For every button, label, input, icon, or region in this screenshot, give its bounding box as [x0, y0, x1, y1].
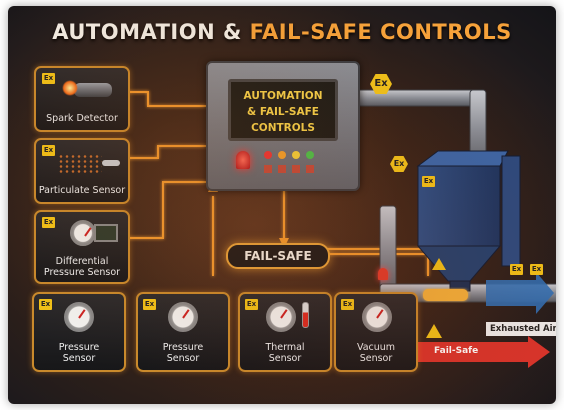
led-yellow-icon: [292, 151, 300, 159]
ex-hex-icon: Ex: [370, 74, 392, 94]
button-row: [264, 165, 316, 173]
differential-pressure-sensor-box: Ex Differential Pressure Sensor: [34, 210, 130, 284]
ex-mark-icon: Ex: [245, 299, 258, 310]
thermal-gauge-icon: [266, 302, 296, 332]
particulate-sensor-label: Particulate Sensor: [38, 185, 126, 196]
exhausted-air-label: Exhausted Air: [486, 322, 556, 336]
differential-pressure-sensor-label: Differential Pressure Sensor: [43, 256, 121, 278]
ex-mark-icon: Ex: [510, 264, 523, 275]
ex-mark-icon: Ex: [341, 299, 354, 310]
alarm-beacon-icon: [236, 151, 250, 169]
spark-detector-box: Ex Spark Detector: [34, 66, 130, 132]
ex-mark-icon: Ex: [422, 176, 435, 187]
dust-collector: [416, 150, 521, 292]
led-green-icon: [306, 151, 314, 159]
fail-safe-arrow-label: Fail-Safe: [434, 346, 479, 356]
particulate-sensor-box: Ex Particulate Sensor: [34, 138, 130, 204]
control-panel: AUTOMATION & FAIL-SAFE CONTROLS: [206, 61, 360, 191]
display-icon: [94, 224, 118, 242]
diagram-title: AUTOMATION & FAIL-SAFE CONTROLS: [8, 20, 556, 44]
panel-line-2: & FAIL-SAFE: [247, 106, 319, 118]
gauge-icon: [70, 220, 96, 246]
ex-mark-icon: Ex: [39, 299, 52, 310]
ex-mark-icon: Ex: [530, 264, 543, 275]
vacuum-gauge-icon: [362, 302, 392, 332]
diagram-canvas: AUTOMATION & FAIL-SAFE CONTROLS Ex Spark…: [8, 6, 556, 404]
ex-mark-icon: Ex: [42, 217, 55, 228]
ex-mark-icon: Ex: [143, 299, 156, 310]
probe-icon: [102, 160, 120, 166]
led-orange-icon: [278, 151, 286, 159]
ex-hex-icon: Ex: [390, 156, 408, 172]
panel-line-1: AUTOMATION: [243, 90, 323, 102]
pressure-gauge-icon: [168, 302, 198, 332]
spark-detector-label: Spark Detector: [46, 113, 118, 124]
title-part-1: AUTOMATION &: [52, 20, 242, 44]
particles-icon: [58, 154, 102, 174]
panel-screen: AUTOMATION & FAIL-SAFE CONTROLS: [228, 79, 338, 141]
alarm-light-icon: [378, 268, 388, 280]
thermometer-icon: [302, 302, 309, 328]
ex-mark-icon: Ex: [42, 73, 55, 84]
title-part-2: FAIL-SAFE CONTROLS: [249, 20, 512, 44]
spark-flash-icon: [62, 80, 78, 96]
ex-mark-icon: Ex: [42, 145, 55, 156]
led-red-icon: [264, 151, 272, 159]
fail-safe-pill: FAIL-SAFE: [226, 243, 330, 269]
spark-detector-icon: [74, 83, 112, 97]
pressure-gauge-icon: [64, 302, 94, 332]
panel-line-3: CONTROLS: [251, 122, 315, 134]
